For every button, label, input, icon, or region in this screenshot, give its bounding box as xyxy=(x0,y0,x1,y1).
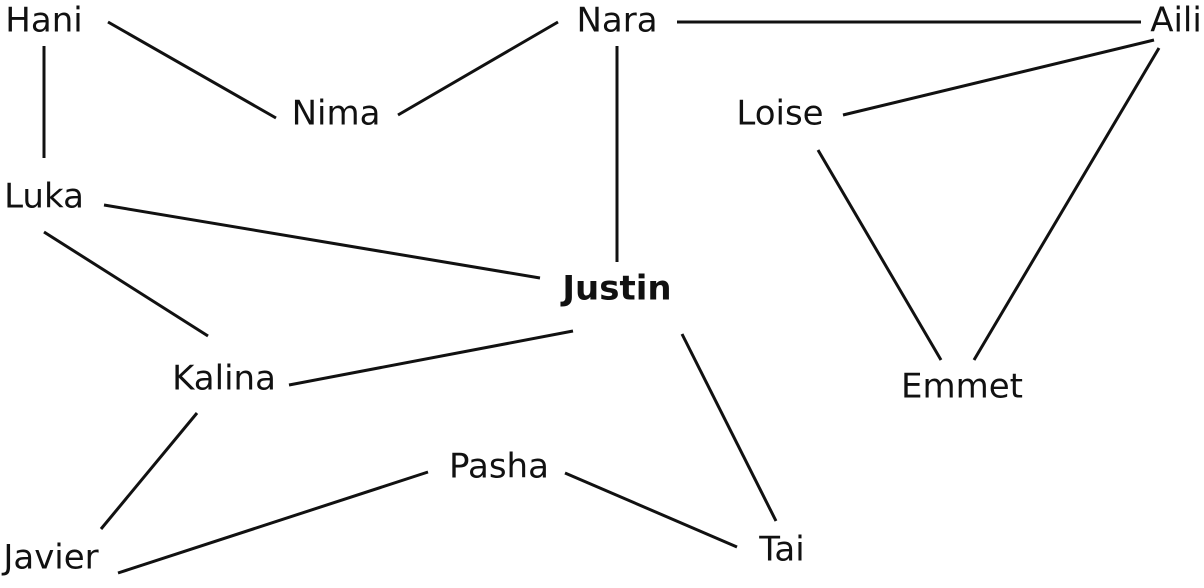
node-hani: Hani xyxy=(5,1,82,41)
edge-aili-emmet xyxy=(972,47,1161,361)
edge-hani-nima xyxy=(107,20,277,120)
node-justin: Justin xyxy=(560,269,671,309)
node-javier: Javier xyxy=(1,538,98,578)
edges-layer xyxy=(42,20,1161,575)
edge-pasha-tai xyxy=(564,471,738,549)
node-tai: Tai xyxy=(758,530,804,570)
edge-aili-loise xyxy=(842,38,1155,117)
edge-nima-nara xyxy=(397,20,559,117)
node-nima: Nima xyxy=(292,94,381,134)
node-emmet: Emmet xyxy=(901,367,1023,407)
edge-luka-kalina xyxy=(43,230,209,338)
node-aili: Aili xyxy=(1150,1,1202,41)
edge-kalina-javier xyxy=(99,412,199,530)
node-kalina: Kalina xyxy=(172,359,276,399)
edge-justin-kalina xyxy=(288,329,574,387)
edge-luka-justin xyxy=(103,203,541,280)
node-luka: Luka xyxy=(4,177,84,217)
edge-loise-emmet xyxy=(816,149,943,361)
node-pasha: Pasha xyxy=(449,447,549,487)
node-loise: Loise xyxy=(736,94,823,134)
edge-justin-tai xyxy=(680,333,778,522)
edge-javier-pasha xyxy=(117,470,429,575)
node-nara: Nara xyxy=(576,1,657,41)
